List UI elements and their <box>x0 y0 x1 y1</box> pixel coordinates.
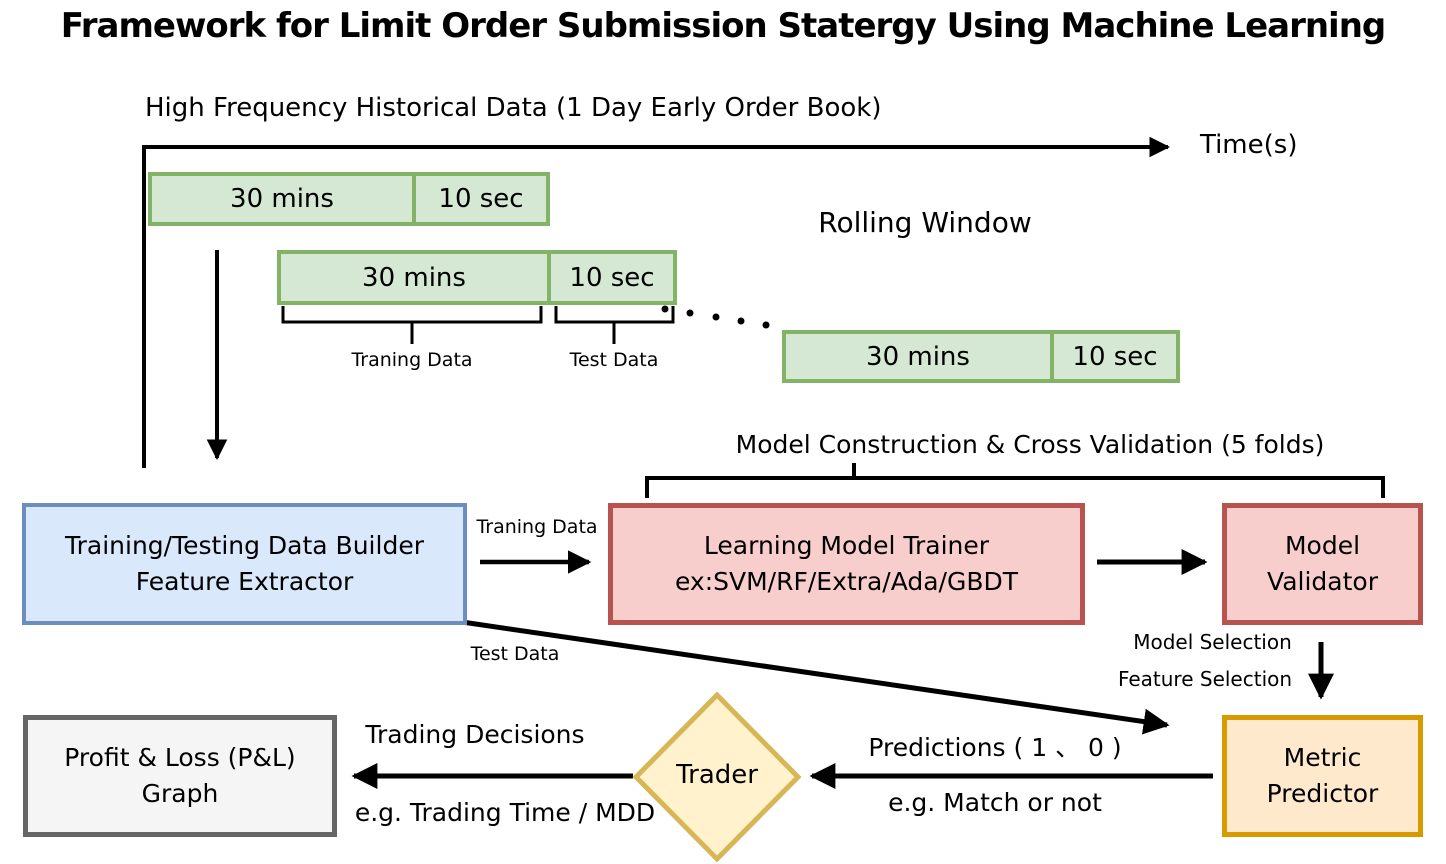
data-builder-line1: Training/Testing Data Builder <box>65 530 424 560</box>
window-2-test-cell: 10 sec <box>569 262 655 293</box>
model-trainer-line1: Learning Model Trainer <box>703 530 990 560</box>
test-brace-label: Test Data <box>569 349 659 371</box>
page-title: Framework for Limit Order Submission Sta… <box>60 6 1387 46</box>
trading-example-label: e.g. Trading Time / MDD <box>354 798 656 827</box>
window-2-train-cell: 30 mins <box>281 254 551 301</box>
cross-validation-bracket <box>645 463 1385 498</box>
rolling-window-2: 30 mins 10 sec <box>277 250 677 305</box>
model-validator-line2: Validator <box>1267 567 1378 596</box>
metric-predictor-node: Metric Predictor <box>1222 715 1423 837</box>
historical-data-header: High Frequency Historical Data (1 Day Ea… <box>145 93 882 123</box>
window-1-train-cell: 30 mins <box>152 176 416 222</box>
pnl-graph-line1: Profit & Loss (P&L) <box>64 742 296 772</box>
trader-node-label: Trader <box>676 760 758 790</box>
match-example-label: e.g. Match or not <box>888 788 1102 817</box>
model-trainer-line2: ex:SVM/RF/Extra/Ada/GBDT <box>674 567 1019 596</box>
training-data-brace <box>281 306 543 344</box>
rolling-window-1: 30 mins 10 sec <box>148 172 550 226</box>
window-3-train-cell: 30 mins <box>786 334 1054 379</box>
time-axis-label: Time(s) <box>1200 130 1298 160</box>
model-validator-line1: Model <box>1284 530 1361 560</box>
metric-predictor-line2: Predictor <box>1266 779 1379 808</box>
model-selection-label: Model Selection <box>1133 630 1292 654</box>
window-3-test-cell: 10 sec <box>1072 341 1158 372</box>
trading-decisions-label: Trading Decisions <box>365 720 585 749</box>
test-data-diagonal-arrow <box>461 619 1170 735</box>
pnl-graph-line2: Graph <box>141 779 219 808</box>
model-trainer-node: Learning Model Trainer ex:SVM/RF/Extra/A… <box>608 503 1085 625</box>
test-data-edge-label: Test Data <box>470 643 560 665</box>
rolling-window-3: 30 mins 10 sec <box>782 330 1180 383</box>
window-1-test-cell: 10 sec <box>438 184 524 214</box>
rolling-window-label: Rolling Window <box>818 206 1032 239</box>
rolling-ellipsis-dots <box>661 305 770 329</box>
metric-predictor-line1: Metric <box>1283 742 1362 772</box>
data-builder-node: Training/Testing Data Builder Feature Ex… <box>22 503 467 625</box>
training-data-edge-label: Traning Data <box>476 516 598 538</box>
test-data-brace <box>554 306 675 344</box>
data-builder-line2: Feature Extractor <box>135 567 354 596</box>
model-validator-node: Model Validator <box>1222 503 1423 625</box>
feature-selection-label: Feature Selection <box>1117 667 1293 691</box>
training-brace-label: Traning Data <box>351 349 473 371</box>
pnl-graph-node: Profit & Loss (P&L) Graph <box>23 715 337 837</box>
cross-validation-label: Model Construction & Cross Validation (5… <box>735 430 1325 459</box>
predictions-edge-label: Predictions ( 1 、 0 ) <box>868 733 1122 762</box>
